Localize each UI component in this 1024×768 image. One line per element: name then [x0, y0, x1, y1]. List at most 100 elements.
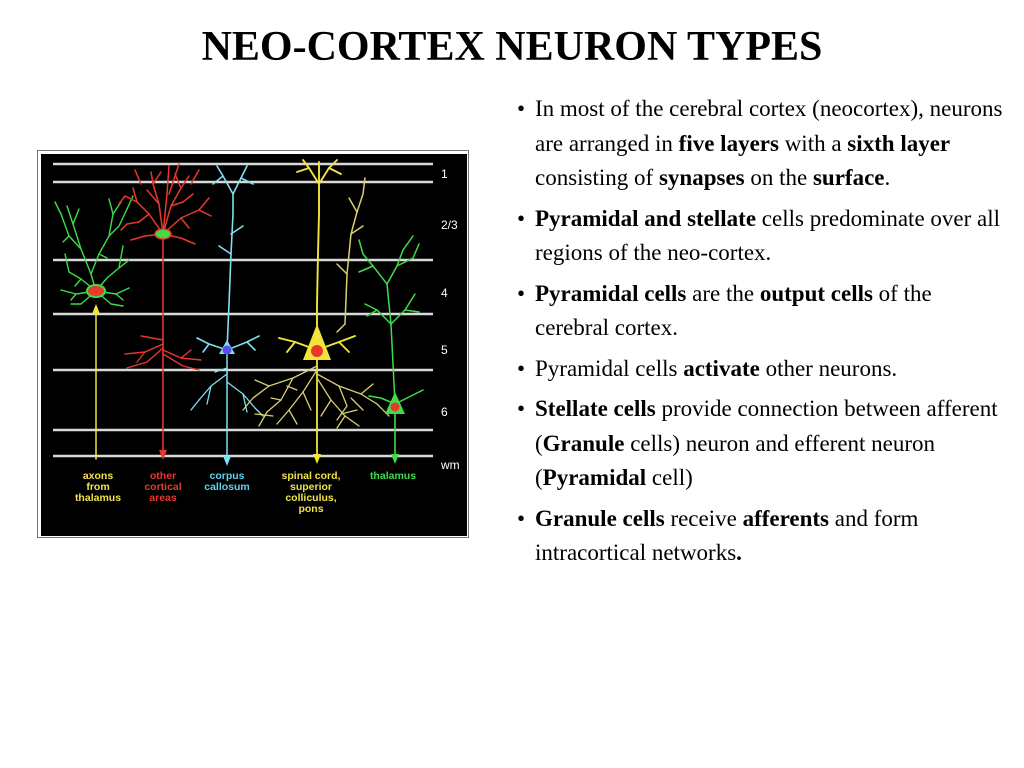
red-cell-dendrite	[124, 195, 164, 235]
green-cell-dendrite	[54, 201, 62, 215]
target-label-line: corpus	[209, 470, 244, 482]
red-cell-dendrite	[162, 175, 190, 235]
bullet-text: cell)	[646, 465, 693, 490]
red-cell-dendrite	[168, 163, 180, 195]
bullet-item: Pyramidal cells are the output cells of …	[513, 277, 1003, 346]
target-label-line: callosum	[204, 481, 250, 493]
ascending-axon-branch	[348, 197, 358, 213]
bullet-text: cells predominate over all regions of th…	[535, 205, 1001, 266]
ascending-axon-tree	[336, 177, 366, 333]
bullet-bold-text: Granule	[542, 430, 625, 456]
green-cell-soma	[86, 284, 106, 298]
khaki-branch	[286, 385, 298, 391]
yellow-cell-dendrite	[328, 167, 342, 175]
red-cell-soma	[154, 228, 172, 240]
red-cell-dendrite	[198, 209, 212, 217]
red-cell-collateral	[140, 335, 164, 341]
target-label-line: from	[86, 481, 109, 493]
red-cell-dendrite	[134, 169, 142, 185]
cyan-pyramidal-cell	[190, 165, 264, 466]
bullet-item: Stellate cells provide connection betwee…	[513, 392, 1003, 496]
neuron-cells	[54, 159, 424, 466]
green-pyramidal-cell	[358, 235, 424, 464]
thalamic-axon	[92, 304, 100, 460]
red-cell-dendrite	[180, 217, 190, 229]
bullet-text: of the cerebral cortex.	[535, 280, 932, 341]
green-pyramid-dendrite	[402, 235, 414, 251]
ascending-axon-branch	[336, 323, 346, 333]
target-label-line: colliculus,	[285, 492, 336, 504]
green-cell-dendrite	[64, 253, 97, 292]
khaki-branch	[350, 397, 364, 411]
yellow-cell-dendrite	[338, 341, 350, 353]
layer-label: 5	[441, 343, 448, 357]
layer-label: 1	[441, 167, 448, 181]
red-cell-dendrite	[150, 171, 164, 235]
red-cell-dendrite	[174, 173, 182, 189]
yellow-cell-dendrite	[296, 167, 310, 173]
cyan-cell-dendrite	[240, 177, 254, 185]
red-cell-dendrite	[120, 223, 128, 231]
bullet-bold-text: sixth layer	[847, 130, 951, 156]
yellow-cell-soma	[311, 345, 323, 357]
red-cell-collateral	[136, 351, 146, 363]
bullet-bold-text: synapses	[658, 165, 745, 190]
red-cell-dendrite	[170, 193, 194, 207]
target-label-line: thalamus	[75, 492, 121, 504]
green-cell-dendrite	[108, 208, 128, 237]
green-cell-dendrite	[66, 205, 74, 225]
green-pyramid-dendrite	[366, 309, 378, 317]
bullet-text: In most of the cerebral cortex (neocorte…	[535, 96, 1003, 156]
ascending-axon-branch	[336, 263, 348, 275]
khaki-branch	[252, 365, 318, 399]
layer-lines	[53, 162, 433, 458]
bullet-bold-text: Pyramidal	[542, 465, 647, 490]
khaki-branch	[336, 415, 346, 429]
green-pyramid-dendrite	[358, 265, 374, 273]
green-pyramid-dendrite	[368, 395, 396, 405]
bullet-bold-text: Pyramidal and stellate	[535, 205, 757, 231]
target-label-line: superior	[290, 481, 332, 493]
khaki-branch	[316, 373, 378, 405]
cyan-cell-soma	[222, 345, 232, 355]
red-cell-collateral	[162, 353, 200, 371]
target-label-line: cortical	[144, 481, 181, 493]
cyan-cell-arrowhead	[223, 456, 231, 466]
green-pyramid-soma	[390, 402, 400, 412]
red-cell-dendrite	[118, 195, 126, 205]
green-pyramid-dendrite	[386, 283, 396, 405]
bullet-bold-text: output cells	[759, 280, 873, 306]
green-cell-dendrite	[90, 213, 114, 275]
bullet-bold-text: surface	[812, 165, 885, 190]
bullet-text: provide connection between afferent (	[535, 396, 998, 456]
cyan-cell-dendrite	[202, 343, 210, 353]
khaki-branch	[270, 397, 282, 401]
target-label-line: areas	[149, 492, 177, 504]
target-labels: axonsfromthalamusothercorticalareascorpu…	[75, 470, 416, 515]
green-pyramid-arrowhead	[391, 454, 399, 464]
green-pyramid-dendrite	[394, 389, 424, 405]
bullet-text: other neurons.	[759, 355, 898, 381]
cyan-cell-dendrite	[218, 245, 232, 255]
green-cell-dendrite	[108, 198, 114, 215]
target-label-line: pons	[298, 503, 323, 515]
bullet-text: cells) neuron and efferent neuron (	[535, 430, 936, 491]
cyan-cell-dendrite	[230, 225, 244, 235]
layer-label: 4	[441, 286, 448, 300]
green-cell-dendrite	[118, 259, 130, 269]
cyan-cell-dendrite	[212, 175, 224, 185]
ascending-axon-branch	[350, 225, 364, 235]
green-cell-dendrite	[115, 293, 124, 301]
bullet-item: In most of the cerebral cortex (neocorte…	[513, 92, 1003, 196]
bullet-bold-text: .	[736, 540, 742, 565]
green-cell-dendrite	[72, 223, 97, 292]
layer-label: wm	[440, 458, 460, 472]
ascending-axon-branch	[356, 177, 366, 213]
khaki-branch	[316, 377, 360, 427]
bullet-text: on the	[744, 165, 813, 190]
red-cell-dendrite	[152, 171, 162, 185]
ascending-axon-branch	[344, 211, 358, 325]
red-cell-collateral	[126, 347, 164, 369]
